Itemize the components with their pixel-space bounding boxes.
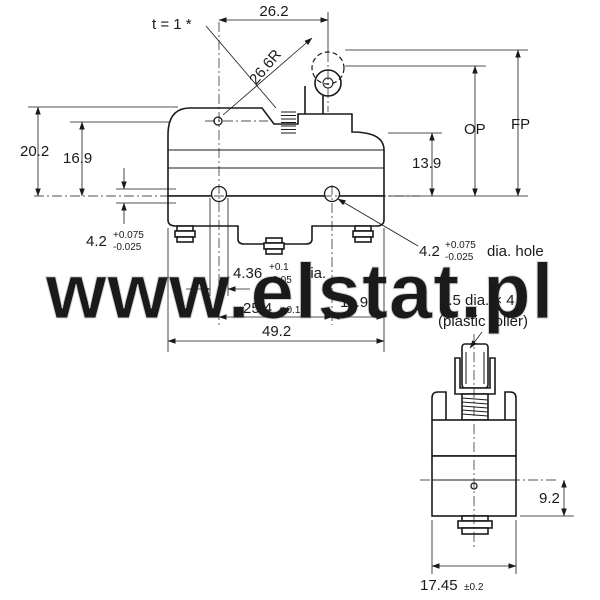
dim-17-45-main: 17.45	[420, 577, 458, 594]
dim-pin-plus: +0.1	[269, 262, 289, 273]
upper-housing	[167, 107, 385, 197]
lower-housing	[167, 195, 385, 245]
roller-label-line2: (plastic roller)	[438, 313, 528, 330]
t-label: t = 1 *	[152, 16, 192, 33]
t-leader	[205, 25, 277, 109]
side-upper-body	[431, 391, 517, 420]
dim-hole-left-main: 4.2	[86, 233, 107, 250]
side-view: 9.5 dia. × 4 (plastic roller) 9.2 17.45 …	[420, 292, 574, 594]
dim-hole-right-main: 4.2	[419, 243, 440, 260]
front-view: 26.2 t = 1 * 26.6R 20.2 16.9 13.9 OP FP …	[20, 3, 544, 352]
dim-hole-left-plus: +0.075	[113, 230, 144, 241]
dim-17-45-tol: ±0.2	[464, 582, 484, 593]
dim-pin-minus: -0.05	[269, 275, 292, 286]
dim-hole-right-plus: +0.075	[445, 240, 476, 251]
terminal-left-icon	[174, 225, 196, 243]
dim-11-9-label: 11.9	[340, 294, 368, 311]
dim-26-2-label: 26.2	[259, 3, 288, 20]
dim-hole-left-minus: -0.025	[113, 242, 142, 253]
spring-icon	[281, 111, 296, 134]
side-terminal-icon	[457, 515, 493, 535]
dim-fp-label: FP	[511, 116, 530, 133]
dim-pin-suffix: dia.	[302, 265, 326, 282]
dim-hole-right-suffix: dia. hole	[487, 243, 544, 260]
dim-25-4-tol: ±0.1	[281, 305, 301, 316]
dim-16-9-label: 16.9	[63, 150, 92, 167]
side-spring-icon	[461, 393, 489, 421]
terminal-center-icon	[263, 237, 285, 255]
roller-label-line1: 9.5 dia. × 4	[440, 292, 515, 309]
terminal-right-icon	[352, 225, 374, 243]
watermark-text: www.elstat.pl	[45, 247, 555, 335]
roller-leader	[469, 331, 483, 349]
dim-radius-label: 26.6R	[246, 46, 285, 88]
dim-op-label: OP	[464, 121, 486, 138]
dim-line-radius	[222, 37, 313, 116]
dim-20-2-label: 20.2	[20, 143, 49, 160]
dim-13-9-label: 13.9	[412, 155, 441, 172]
dim-pin-main: 4.36	[233, 265, 262, 282]
dim-49-2-label: 49.2	[262, 323, 291, 340]
dim-9-2-label: 9.2	[539, 490, 560, 507]
dim-25-4-main: 25.4	[243, 300, 272, 317]
dim-line-hole-right	[337, 198, 419, 247]
dim-hole-right-minus: -0.025	[445, 252, 474, 263]
